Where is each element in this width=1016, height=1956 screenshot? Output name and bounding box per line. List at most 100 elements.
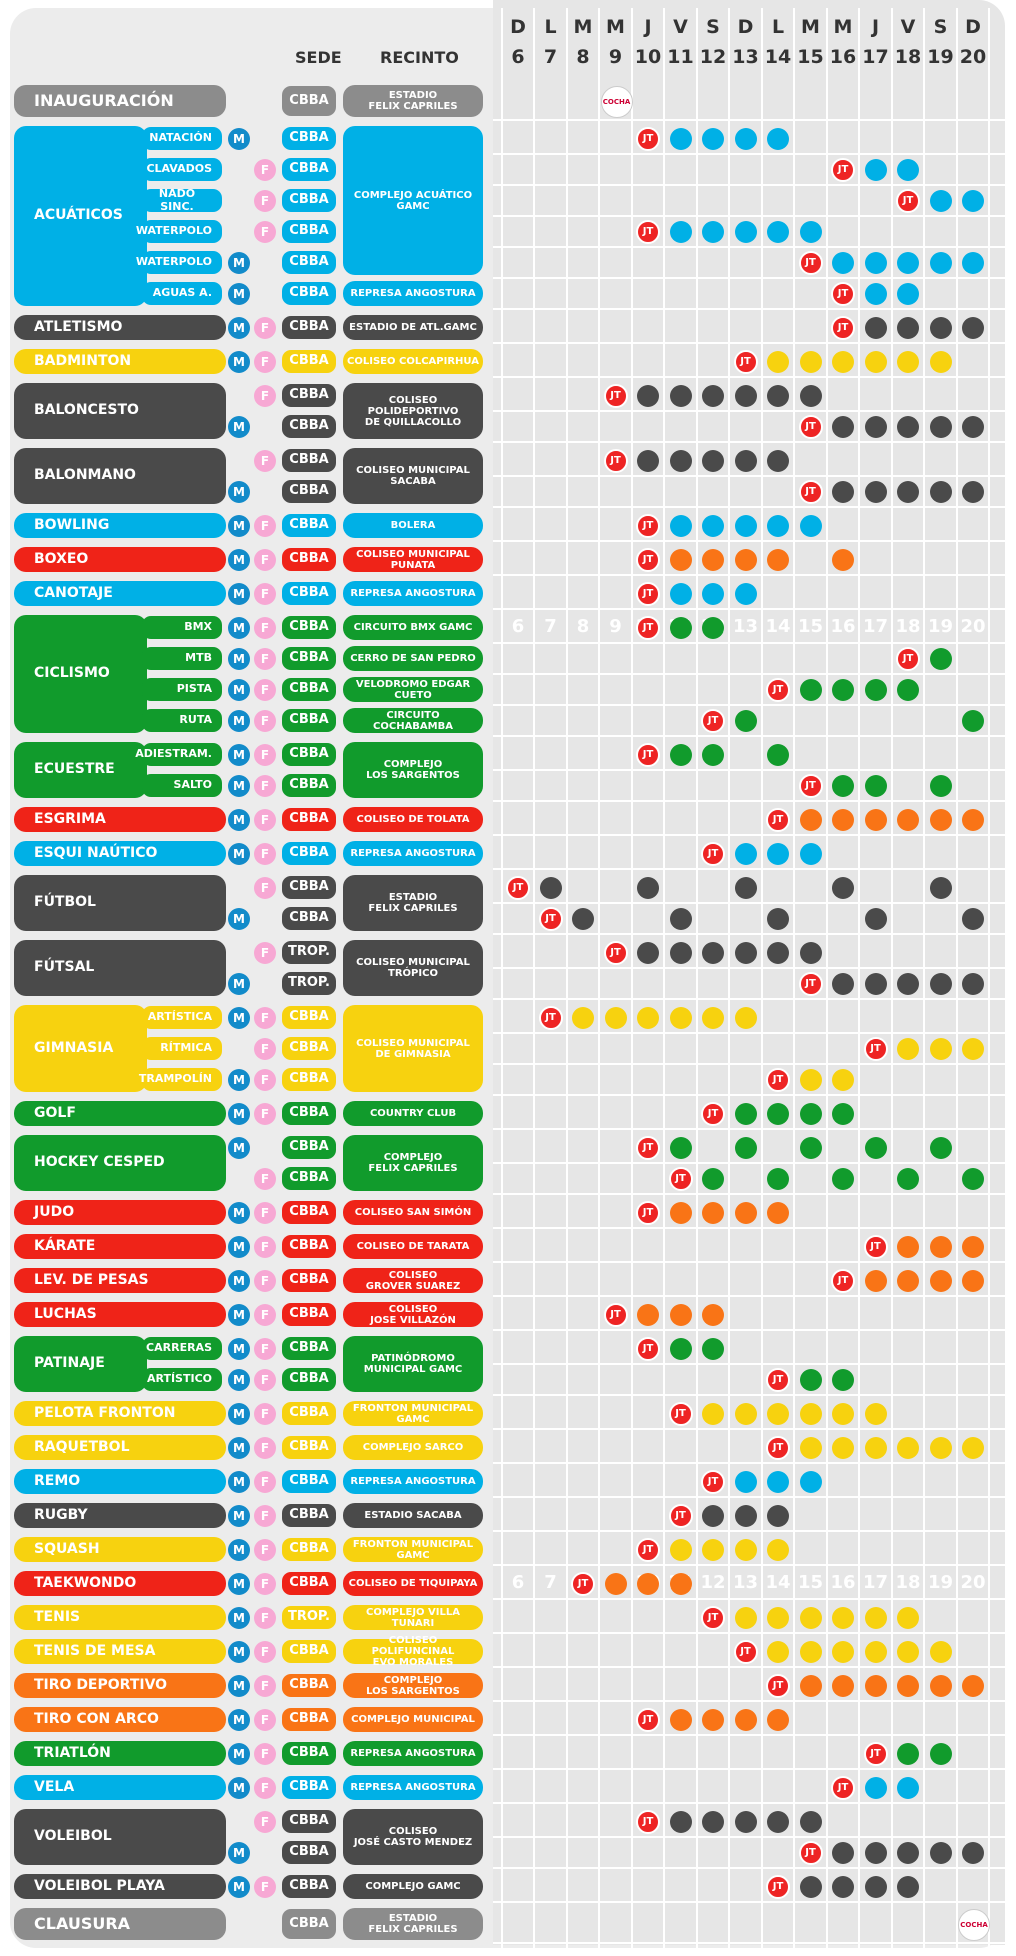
venue-label: COLISEO COLCAPIRHUA — [343, 349, 483, 374]
competition-day-dot — [799, 1402, 822, 1425]
grid-row-line — [493, 1632, 1005, 1634]
day-letter: S — [706, 16, 720, 38]
competition-day-dot — [799, 1674, 822, 1697]
day-letter: L — [771, 16, 785, 38]
technical-meeting-marker: JT — [636, 1537, 660, 1562]
grid-column-line — [728, 8, 731, 1948]
gender-female-badge: F — [254, 616, 276, 639]
competition-day-dot — [929, 1037, 952, 1060]
competition-day-dot — [669, 616, 692, 639]
competition-day-dot — [669, 1006, 692, 1029]
gender-male-badge: M — [228, 582, 250, 605]
competition-day-dot — [864, 415, 887, 438]
grid-row-line — [493, 184, 1005, 186]
gender-female-badge: F — [254, 1742, 276, 1765]
sport-label: RAQUETBOL — [14, 1435, 226, 1460]
competition-day-dot — [832, 808, 854, 831]
gender-male-badge: M — [228, 842, 250, 865]
technical-meeting-marker: JT — [636, 1809, 660, 1834]
competition-day-dot — [799, 1640, 822, 1663]
gender-male-badge: M — [228, 1402, 250, 1425]
day-number: 8 — [576, 46, 590, 68]
grid-row-line — [493, 376, 1005, 378]
day-number: 19 — [927, 46, 954, 68]
gender-female-badge: F — [254, 1337, 276, 1360]
competition-day-dot — [604, 1572, 627, 1595]
competition-day-dot — [929, 774, 952, 797]
gender-male-badge: M — [228, 415, 250, 438]
gender-male-badge: M — [228, 1201, 250, 1224]
competition-day-dot — [669, 743, 692, 766]
competition-day-dot — [702, 384, 724, 407]
day-number-watermark: 14 — [765, 616, 791, 637]
host-city-label: CBBA — [282, 548, 336, 571]
host-city-label: CBBA — [282, 616, 336, 639]
gender-female-badge: F — [254, 1810, 276, 1833]
gender-male-badge: M — [228, 1269, 250, 1292]
gender-female-badge: F — [254, 808, 276, 831]
competition-day-dot — [962, 1167, 984, 1190]
sport-label: ESGRIMA — [14, 807, 226, 832]
competition-day-dot — [897, 678, 919, 701]
host-city-label: CBBA — [282, 1810, 336, 1833]
competition-day-dot — [734, 449, 757, 472]
gender-male-badge: M — [228, 647, 250, 670]
host-city-label: CBBA — [282, 1037, 336, 1060]
grid-row-line — [493, 119, 1005, 121]
competition-day-dot — [767, 907, 789, 930]
day-letter: M — [606, 16, 625, 38]
competition-day-dot — [669, 127, 692, 150]
day-number-watermark: 20 — [960, 616, 986, 637]
host-city-label: CBBA — [282, 1368, 336, 1391]
gender-male-badge: M — [228, 1470, 250, 1493]
day-number-watermark: 15 — [797, 616, 824, 637]
host-city-label: CBBA — [282, 1337, 336, 1360]
competition-day-dot — [832, 415, 854, 438]
competition-day-dot — [734, 1606, 757, 1629]
venue-label: COLISEO DE TOLATA — [343, 807, 483, 832]
day-letter: V — [673, 16, 688, 38]
technical-meeting-marker: JT — [733, 349, 758, 374]
competition-day-dot — [864, 808, 887, 831]
sport-label: TIRO CON ARCO — [14, 1707, 226, 1732]
competition-day-dot — [832, 1102, 854, 1125]
technical-meeting-marker: JT — [896, 188, 920, 213]
gender-female-badge: F — [254, 316, 276, 339]
gender-male-badge: M — [228, 1776, 250, 1799]
competition-day-dot — [669, 1538, 692, 1561]
day-number: 6 — [511, 46, 525, 68]
competition-day-dot — [897, 1167, 919, 1190]
day-letter: M — [833, 16, 853, 38]
grid-column-line — [793, 8, 796, 1948]
grid-column-line — [533, 8, 536, 1948]
competition-day-dot — [929, 415, 952, 438]
gender-female-badge: F — [254, 384, 276, 407]
competition-day-dot — [669, 548, 692, 571]
competition-day-dot — [669, 907, 692, 930]
grid-row-line — [493, 215, 1005, 217]
competition-day-dot — [799, 678, 822, 701]
sport-label: PELOTA FRONTON — [14, 1401, 226, 1426]
competition-day-dot — [669, 220, 692, 243]
technical-meeting-marker: JT — [798, 414, 823, 439]
competition-day-dot — [702, 1167, 724, 1190]
discipline-label: MTB — [142, 647, 222, 670]
day-number-watermark: 6 — [511, 616, 525, 637]
competition-day-dot — [734, 1136, 757, 1159]
discipline-label: SALTO — [142, 774, 222, 797]
sport-label: TAEKWONDO — [14, 1571, 226, 1596]
grid-row-line — [493, 1836, 1005, 1838]
competition-day-dot — [832, 1841, 854, 1864]
day-number: 13 — [732, 46, 759, 68]
competition-day-dot — [832, 251, 854, 274]
competition-day-dot — [669, 941, 692, 964]
grid-row-line — [493, 410, 1005, 412]
competition-day-dot — [734, 941, 757, 964]
venue-label: COMPLEJO VILLA TUNARI — [343, 1605, 483, 1630]
